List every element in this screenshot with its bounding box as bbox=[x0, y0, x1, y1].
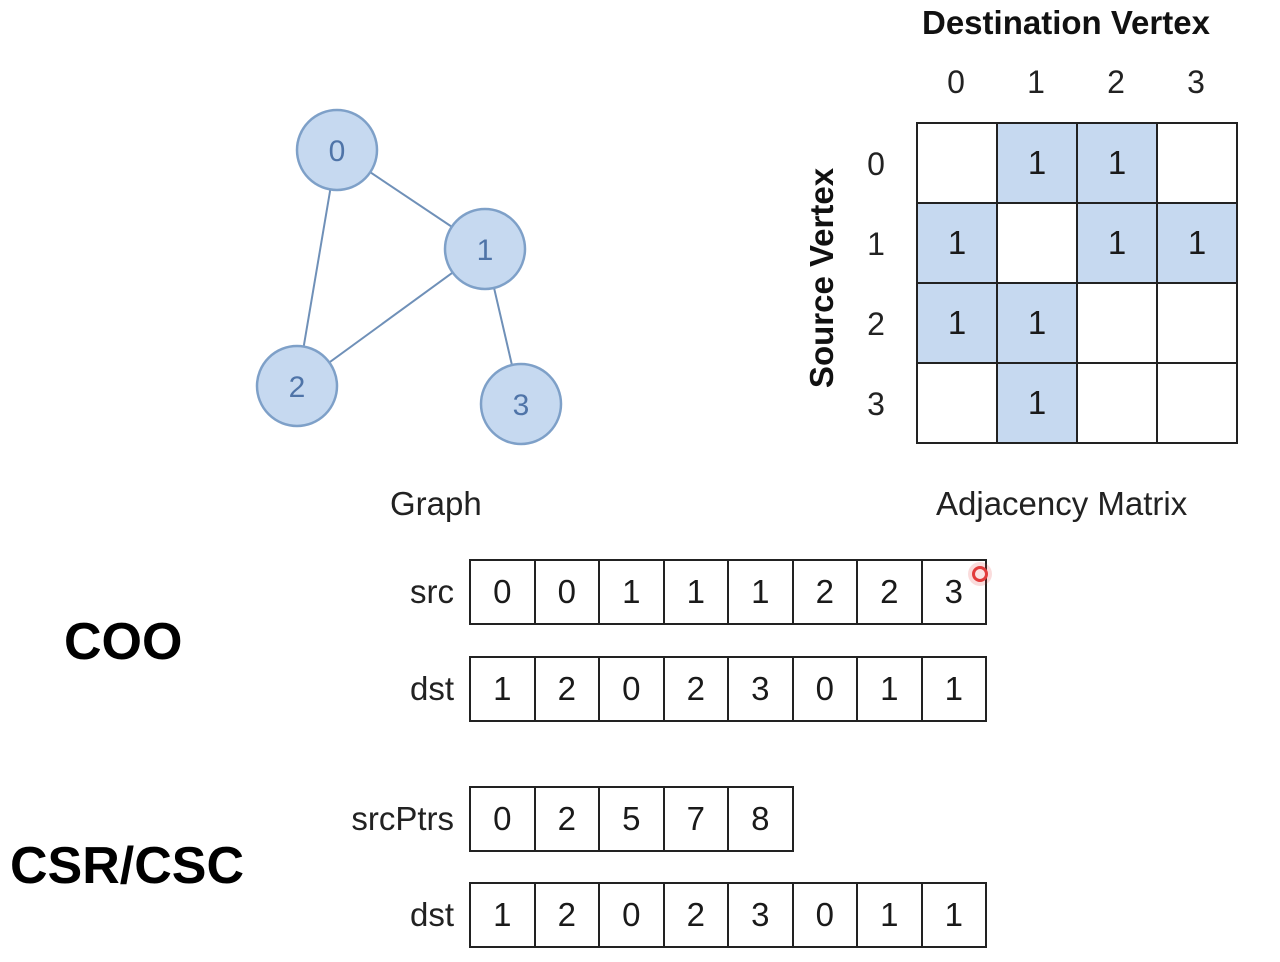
coo-dst-cell: 3 bbox=[729, 658, 794, 720]
matrix-cell-1-2: 1 bbox=[1078, 204, 1158, 284]
graph-node-1: 1 bbox=[443, 207, 527, 291]
csr-title: CSR/CSC bbox=[10, 837, 245, 895]
coo-src-cell: 1 bbox=[665, 561, 729, 623]
coo-src-cell: 0 bbox=[471, 561, 536, 623]
csr-dst-label: dst bbox=[409, 896, 454, 933]
matrix-cell-2-1: 1 bbox=[998, 284, 1078, 364]
coo-dst-label: dst bbox=[409, 670, 454, 707]
graph-caption: Graph bbox=[390, 485, 482, 522]
row-index: 0 bbox=[867, 146, 885, 182]
coo-dst-cell: 0 bbox=[794, 658, 858, 720]
csr-dst-cell: 3 bbox=[729, 884, 794, 946]
csr-srcptrs-cell: 0 bbox=[471, 788, 536, 850]
graph-node-0: 0 bbox=[295, 108, 379, 192]
csr-srcptrs-cell: 7 bbox=[665, 788, 729, 850]
matrix-cell-2-2 bbox=[1078, 284, 1158, 364]
matrix-cell-1-3: 1 bbox=[1158, 204, 1238, 284]
coo-src-cell: 1 bbox=[729, 561, 794, 623]
coo-dst-cell: 1 bbox=[471, 658, 536, 720]
graph-node-label: 1 bbox=[477, 234, 494, 267]
matrix-cell-0-0 bbox=[918, 124, 998, 204]
source-vertex-title: Source Vertex bbox=[803, 167, 840, 389]
row-index: 1 bbox=[867, 226, 885, 262]
coo-dst-cell: 1 bbox=[858, 658, 923, 720]
csr-ptrs-label: srcPtrs bbox=[351, 800, 454, 837]
matrix-cell-0-1: 1 bbox=[998, 124, 1078, 204]
matrix-cell-1-0: 1 bbox=[918, 204, 998, 284]
destination-vertex-title: Destination Vertex bbox=[922, 4, 1210, 41]
coo-src-label: src bbox=[410, 573, 454, 610]
matrix-cell-2-3 bbox=[1158, 284, 1238, 364]
col-index: 2 bbox=[1107, 64, 1125, 100]
csr-dst-cell: 1 bbox=[471, 884, 536, 946]
coo-src-cell: 0 bbox=[536, 561, 600, 623]
matrix-cell-3-3 bbox=[1158, 364, 1238, 444]
csr-dst-cell: 0 bbox=[794, 884, 858, 946]
matrix-cell-0-2: 1 bbox=[1078, 124, 1158, 204]
graph-node-label: 0 bbox=[329, 135, 346, 168]
graph-node-label: 2 bbox=[289, 371, 306, 404]
csr-dst-cell: 2 bbox=[665, 884, 729, 946]
matrix-cell-0-3 bbox=[1158, 124, 1238, 204]
csr-dst-cell: 0 bbox=[600, 884, 665, 946]
csr-dst-cell: 1 bbox=[923, 884, 987, 946]
coo-dst-cell: 2 bbox=[536, 658, 600, 720]
pointer-cursor-indicator bbox=[972, 566, 988, 582]
csr-dst-cell: 2 bbox=[536, 884, 600, 946]
coo-src-cell: 2 bbox=[794, 561, 858, 623]
col-index: 3 bbox=[1187, 64, 1205, 100]
coo-src-cell: 2 bbox=[858, 561, 923, 623]
graph-node-2: 2 bbox=[255, 344, 339, 428]
matrix-caption: Adjacency Matrix bbox=[936, 485, 1188, 522]
column-indices: 0 1 2 3 bbox=[916, 62, 1236, 102]
graph-node-3: 3 bbox=[479, 362, 563, 446]
row-index: 3 bbox=[867, 386, 885, 422]
matrix-cell-3-1: 1 bbox=[998, 364, 1078, 444]
col-index: 1 bbox=[1027, 64, 1045, 100]
col-index: 0 bbox=[947, 64, 965, 100]
coo-title: COO bbox=[64, 613, 183, 671]
coo-dst-cell: 0 bbox=[600, 658, 665, 720]
csr-dst-cell: 1 bbox=[858, 884, 923, 946]
matrix-cell-1-1 bbox=[998, 204, 1078, 284]
matrix-cell-3-0 bbox=[918, 364, 998, 444]
row-index: 2 bbox=[867, 306, 885, 342]
graph-diagram: 0 1 2 3 bbox=[255, 108, 563, 446]
coo-src-cell: 1 bbox=[600, 561, 665, 623]
csr-srcptrs-cell: 2 bbox=[536, 788, 600, 850]
csr-srcptrs-cell: 8 bbox=[729, 788, 794, 850]
coo-src-cell: 3 bbox=[923, 561, 987, 623]
coo-dst-cell: 1 bbox=[923, 658, 987, 720]
coo-dst-cell: 2 bbox=[665, 658, 729, 720]
csr-srcptrs-cell: 5 bbox=[600, 788, 665, 850]
row-indices: 0 1 2 3 bbox=[856, 124, 896, 444]
matrix-cell-3-2 bbox=[1078, 364, 1158, 444]
matrix-cell-2-0: 1 bbox=[918, 284, 998, 364]
graph-node-label: 3 bbox=[513, 389, 530, 422]
